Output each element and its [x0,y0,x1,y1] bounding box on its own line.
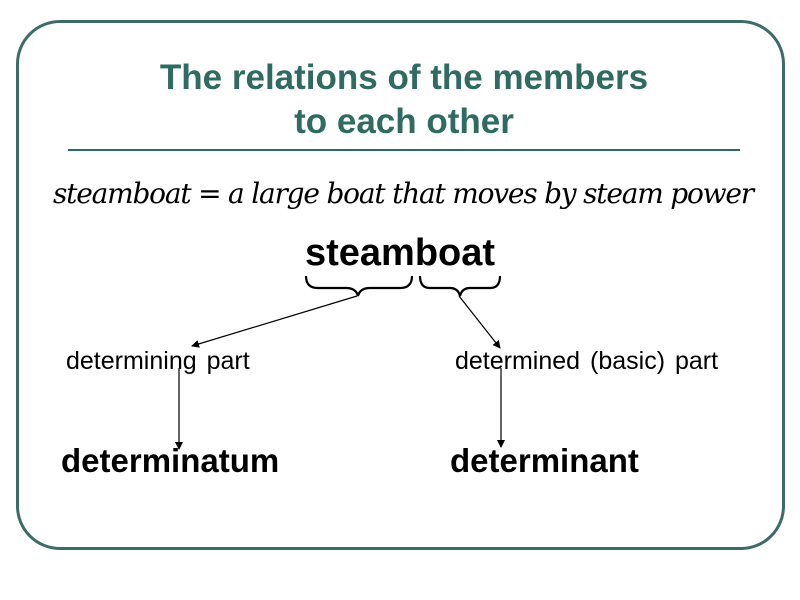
title-line-2: to each other [294,102,514,141]
term-determinant: determinant [450,442,639,479]
slide-title: The relations of the members to each oth… [60,56,748,144]
term-determinatum: determinatum [61,442,280,479]
label-determined-part: determined (basic) part [455,347,719,375]
compound-word: steamboat [304,232,496,274]
label-determining-part: determining part [66,347,250,375]
title-underline [68,149,740,151]
definition-text: steamboat = a large boat that moves by s… [53,177,754,210]
title-line-1: The relations of the members [159,58,649,97]
slide-frame [16,20,785,550]
